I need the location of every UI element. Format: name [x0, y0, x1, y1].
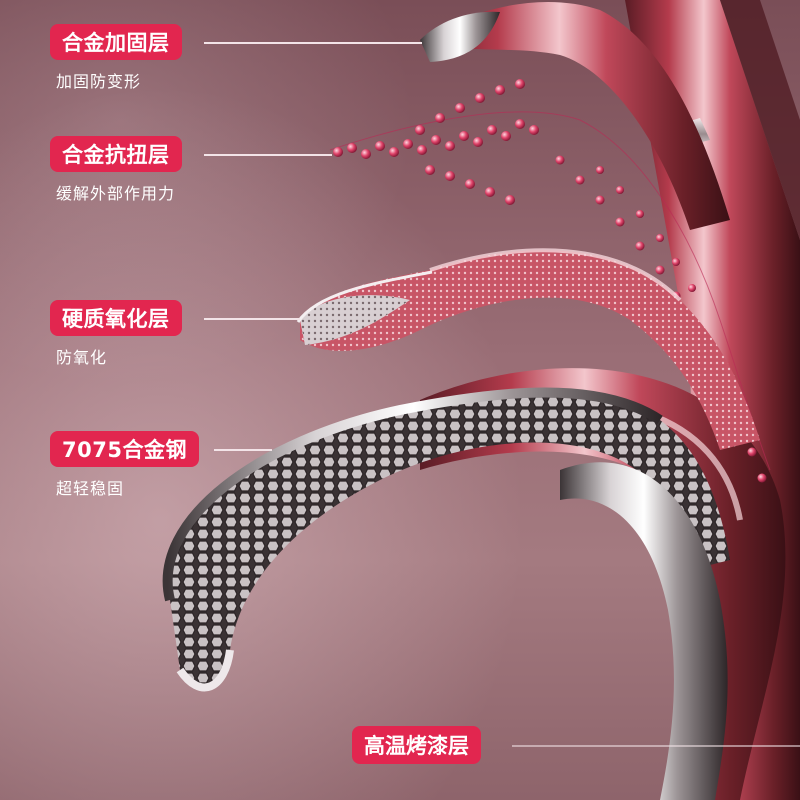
- callout-desc-oxide: 防氧化: [56, 348, 108, 367]
- callout-label-reinforcement: 合金加固层: [50, 24, 182, 60]
- leader-line-anti-twist: [204, 154, 332, 156]
- leader-line-paint: [512, 745, 800, 747]
- callout-label-paint: 高温烤漆层: [352, 726, 481, 764]
- leader-line-reinforcement: [204, 42, 422, 44]
- callout-label-oxide: 硬质氧化层: [50, 300, 182, 336]
- callout-desc-anti-twist: 缓解外部作用力: [56, 184, 176, 203]
- callout-desc-reinforcement: 加固防变形: [56, 72, 142, 91]
- callout-label-alloy: 7075合金钢: [50, 431, 199, 467]
- callout-desc-alloy: 超轻稳固: [56, 479, 125, 498]
- reinforcement-layer: [420, 1, 730, 230]
- inner-chrome-tube: [560, 462, 728, 800]
- honeycomb-alloy-layer: [167, 392, 730, 688]
- leader-line-alloy: [214, 449, 272, 451]
- callout-label-anti-twist: 合金抗扭层: [50, 136, 182, 172]
- leader-line-oxide: [204, 318, 300, 320]
- oxide-layer: [300, 250, 760, 450]
